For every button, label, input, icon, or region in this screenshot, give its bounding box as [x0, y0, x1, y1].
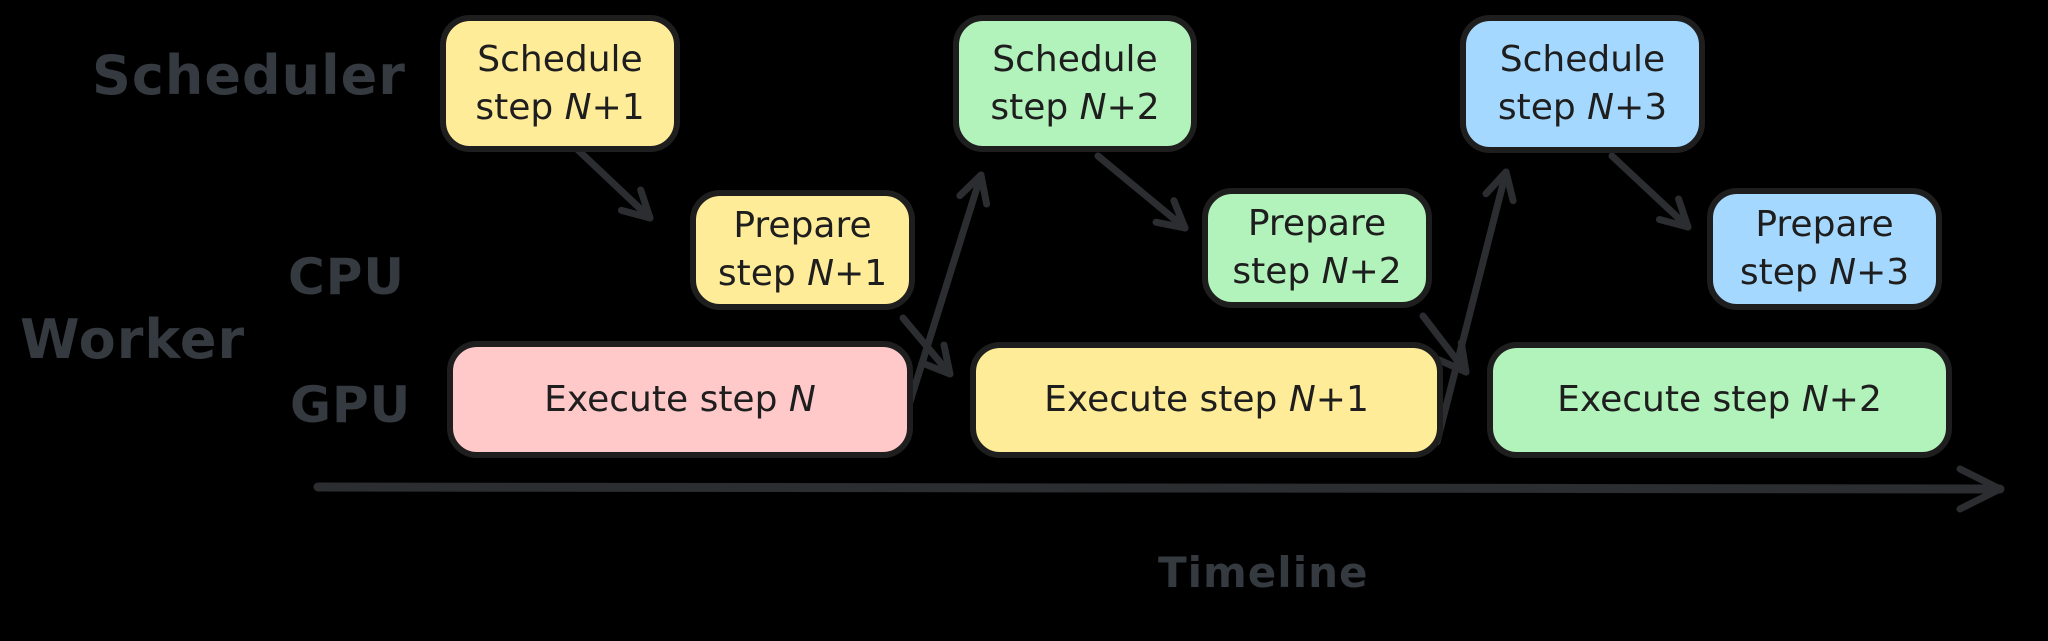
- node-line1: Prepare: [733, 205, 872, 247]
- schedule-step-n3-box: Schedule step N+3: [1460, 15, 1705, 153]
- node-suffix: +1: [591, 86, 645, 128]
- node-suffix: +1: [1315, 379, 1369, 421]
- node-suffix: +2: [1106, 86, 1160, 128]
- node-line1: Prepare: [1755, 204, 1894, 246]
- node-line2: step N+3: [1498, 84, 1667, 132]
- scheduler-row-label: Scheduler: [92, 44, 406, 107]
- node-suffix: +2: [1828, 379, 1882, 421]
- node-line2-prefix: step: [1739, 252, 1830, 293]
- node-line1: Execute step N+1: [1044, 376, 1369, 424]
- execute-step-n1-box: Execute step N+1: [970, 342, 1443, 458]
- cpu-row-label: CPU: [288, 248, 405, 306]
- node-line1: Schedule: [992, 38, 1158, 80]
- node-variable: N: [564, 86, 592, 128]
- node-suffix: +2: [1348, 251, 1402, 292]
- node-line2: step N+1: [475, 84, 644, 132]
- node-line1: Prepare: [1247, 203, 1387, 245]
- node-line1: Execute step N+2: [1557, 376, 1882, 424]
- node-line2: step N+1: [718, 250, 887, 298]
- arrow-schedule-n1-to-prepare-n1: [574, 146, 654, 222]
- node-line2: step N+2: [990, 84, 1159, 132]
- node-variable: N: [1321, 251, 1349, 292]
- node-line2-prefix: step: [990, 86, 1080, 128]
- node-line1: Schedule: [477, 38, 643, 80]
- prepare-step-n2-box: Prepare step N+2: [1202, 188, 1432, 308]
- node-prefix: Execute step: [544, 378, 789, 420]
- node-line2-prefix: step: [717, 253, 808, 294]
- prepare-step-n3-box: Prepare step N+3: [1707, 188, 1942, 310]
- schedule-step-n2-box: Schedule step N+2: [953, 15, 1197, 152]
- node-prefix: Execute step: [1044, 379, 1289, 421]
- node-suffix: +1: [834, 253, 888, 294]
- timeline-axis-arrow: [313, 465, 2005, 513]
- arrow-schedule-n3-to-prepare-n3: [1608, 152, 1692, 231]
- arrow-schedule-n2-to-prepare-n2: [1094, 152, 1189, 232]
- node-prefix: Execute step: [1557, 379, 1802, 421]
- timeline-axis-label: Timeline: [1158, 548, 1369, 597]
- node-variable: N: [1587, 87, 1615, 128]
- node-variable: N: [1829, 252, 1857, 293]
- node-line2-prefix: step: [1497, 87, 1588, 128]
- node-variable: N: [807, 253, 835, 294]
- schedule-step-n1-box: Schedule step N+1: [440, 15, 680, 152]
- node-line2-prefix: step: [1232, 251, 1322, 292]
- execute-step-n2-box: Execute step N+2: [1487, 342, 1952, 458]
- worker-row-label: Worker: [20, 308, 246, 371]
- node-variable: N: [1801, 379, 1829, 421]
- node-suffix: +3: [1614, 87, 1668, 128]
- node-line2-prefix: step: [475, 86, 565, 128]
- node-line1: Execute step N: [544, 376, 816, 424]
- node-variable: N: [1288, 379, 1316, 421]
- node-suffix: +3: [1856, 252, 1910, 293]
- execute-step-n-box: Execute step N: [447, 341, 913, 458]
- gpu-row-label: GPU: [290, 376, 412, 434]
- node-variable: N: [788, 378, 816, 420]
- node-line2: step N+3: [1740, 249, 1909, 297]
- node-line2: step N+2: [1232, 248, 1401, 296]
- prepare-step-n1-box: Prepare step N+1: [690, 190, 915, 310]
- node-variable: N: [1079, 86, 1107, 128]
- node-line1: Schedule: [1499, 39, 1666, 81]
